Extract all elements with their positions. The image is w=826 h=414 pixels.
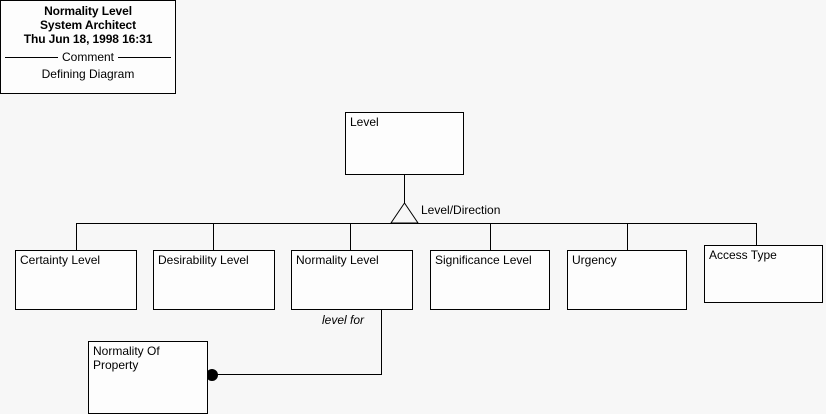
- association-end-dot-icon: [206, 369, 218, 381]
- class-name-normality-level: Normality Level: [296, 253, 379, 267]
- generalization-triangle-icon: [390, 202, 419, 224]
- comment-rule-right: [118, 57, 172, 58]
- class-box-access-type[interactable]: Access Type: [704, 245, 823, 303]
- class-box-level[interactable]: Level: [345, 112, 464, 175]
- class-box-desirability-level[interactable]: Desirability Level: [153, 250, 275, 310]
- class-name-desirability-level: Desirability Level: [158, 253, 249, 267]
- diagram-name: Normality Level: [44, 4, 132, 18]
- class-name-certainty-level: Certainty Level: [20, 253, 101, 267]
- association-role-label: level for: [322, 313, 365, 327]
- comment-separator: Comment: [1, 51, 175, 64]
- tool-name: System Architect: [40, 18, 136, 32]
- drop-line-access-type: [756, 223, 757, 246]
- class-name-access-type: Access Type: [709, 248, 777, 262]
- class-box-certainty-level[interactable]: Certainty Level: [15, 250, 137, 310]
- class-box-significance-level[interactable]: Significance Level: [430, 250, 550, 310]
- drop-line-desirability-level: [213, 223, 214, 250]
- drop-line-significance-level: [490, 223, 491, 250]
- generalization-discriminator-label: Level/Direction: [421, 203, 501, 217]
- comment-text: Defining Diagram: [41, 67, 135, 81]
- comment-rule-left: [5, 57, 58, 58]
- class-name-urgency: Urgency: [572, 253, 617, 267]
- drop-line-normality-level: [350, 223, 351, 250]
- diagram-timestamp: Thu Jun 18, 1998 16:31: [23, 32, 153, 46]
- comment-separator-label: Comment: [62, 50, 115, 64]
- diagram-title-block: Normality Level System Architect Thu Jun…: [0, 0, 176, 94]
- class-box-urgency[interactable]: Urgency: [567, 250, 687, 310]
- class-name-significance-level: Significance Level: [435, 253, 532, 267]
- class-name-level: Level: [350, 115, 379, 129]
- association-line-vertical: [381, 310, 382, 375]
- title-heading-lines: Normality Level System Architect Thu Jun…: [1, 1, 175, 46]
- drop-line-urgency: [627, 223, 628, 250]
- generalization-stem: [404, 175, 405, 204]
- association-line-horizontal: [214, 374, 382, 375]
- class-box-normality-level[interactable]: Normality Level: [291, 250, 413, 310]
- class-box-normality-of-property[interactable]: Normality Of Property: [88, 341, 208, 414]
- class-name-normality-of-property: Normality Of Property: [93, 344, 160, 372]
- generalization-bus-line: [76, 223, 757, 224]
- drop-line-certainty-level: [76, 223, 77, 250]
